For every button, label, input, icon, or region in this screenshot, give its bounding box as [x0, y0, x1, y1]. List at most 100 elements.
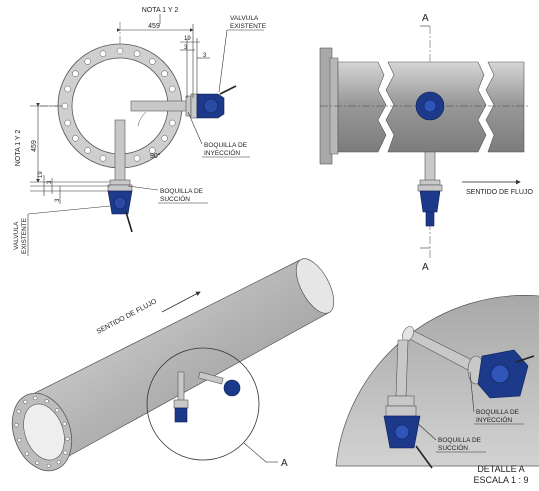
detail-suction-leader: [413, 419, 437, 441]
iso-flow-label: SENTIDO DE FLUJO: [96, 298, 159, 336]
dim-19-side: 19: [38, 171, 44, 178]
iso-bolt-hole: [55, 408, 60, 413]
bolt-hole: [169, 85, 176, 93]
detail-leader: [243, 442, 267, 463]
dim-3a-top: 3: [184, 45, 188, 51]
valve-existing-side-2: EXISTENTE: [21, 217, 28, 254]
side-suction-pipe: [424, 151, 436, 183]
iso-injection-valve: [223, 379, 241, 397]
iso-bolt-hole: [46, 463, 51, 468]
iso-bolt-hole: [23, 399, 28, 404]
bolt-hole: [64, 119, 71, 127]
iso-bolt-hole: [14, 423, 19, 428]
bolt-hole: [149, 58, 156, 65]
iso-bolt-hole: [65, 436, 70, 441]
note-top: NOTA 1 Y 2: [142, 7, 179, 14]
detail-suction-handle: [415, 445, 433, 469]
angle-label: 90°: [150, 152, 161, 160]
injection-label-leader: [187, 111, 203, 145]
detail-suction-bonnet: [394, 424, 410, 440]
dim-459-h: 459: [148, 23, 160, 30]
bolt-hole: [61, 102, 69, 110]
bolt-hole: [64, 85, 71, 93]
bolt-hole: [161, 70, 168, 77]
iso-bolt-hole: [62, 421, 67, 426]
iso-pipe-end: [295, 258, 335, 314]
injection-valve-bonnet: [203, 98, 219, 114]
injection-label-1: BOQUILLA DE: [204, 142, 248, 149]
iso-flange-bore: [23, 403, 65, 461]
detail-circle: [146, 347, 260, 461]
injection-nozzle-flange-2: [190, 93, 198, 119]
bolt-hole: [169, 119, 176, 127]
bolt-hole: [116, 47, 124, 55]
detail-suction-label-2: SUCCIÓN: [438, 443, 468, 452]
suction-valve-bonnet: [113, 196, 127, 210]
dim-3a-side: 3: [47, 180, 53, 184]
iso-suction-pipe: [177, 371, 185, 403]
suction-label-1: BOQUILLA DE: [160, 188, 204, 195]
bolt-hole: [84, 58, 91, 65]
detail-injection-label-1: BOQUILLA DE: [476, 409, 520, 416]
iso-injection-pipe: [198, 371, 224, 385]
valve-existing-side-leader: [27, 205, 111, 215]
side-pipe-left: [337, 61, 387, 153]
side-suction-flange: [419, 179, 441, 186]
iso-suction-valve: [174, 407, 188, 423]
detail-callout: A: [281, 458, 288, 469]
detail-injection-handle: [515, 355, 535, 363]
iso-bolt-hole: [33, 396, 38, 401]
dim-19-top: 19: [184, 36, 191, 42]
section-top-label: A: [422, 13, 429, 24]
bolt-hole: [149, 147, 156, 154]
detail-injection-leader: [469, 371, 475, 413]
iso-bolt-hole: [16, 409, 21, 414]
bolt-hole: [133, 50, 141, 57]
iso-flow-arrow: [161, 291, 201, 313]
side-view: A A SENTIDO DE FLUJO: [319, 13, 533, 273]
note-side: NOTA 1 Y 2: [15, 130, 22, 167]
valve-existing-top-1: VALVULA: [230, 15, 259, 22]
valve-existing-top-leader: [218, 29, 228, 93]
iso-bolt-hole: [17, 438, 22, 443]
angle-arc: [137, 111, 147, 127]
injection-label-2: INYECCIÓN: [204, 148, 240, 157]
suction-label-leader: [127, 185, 159, 191]
iso-bolt-hole: [44, 399, 49, 404]
bolt-hole: [99, 155, 107, 162]
bolt-hole: [84, 147, 91, 154]
detail-scale: ESCALA 1 : 9: [473, 475, 528, 485]
iso-bolt-hole: [24, 451, 29, 456]
bolt-hole: [99, 50, 107, 57]
detail-injection-bonnet: [490, 364, 510, 384]
suction-nozzle-pipe: [114, 119, 126, 183]
valve-existing-top-2: EXISTENTE: [230, 23, 267, 30]
front-view: 90° NOTA 1 Y 2 459 19 3 3 VALVULA EXISTE…: [13, 7, 267, 256]
suction-nozzle-flange: [109, 179, 131, 186]
iso-bolt-hole: [63, 450, 68, 455]
side-suction-flange-2: [417, 184, 443, 192]
suction-label-2: SUCCIÓN: [160, 194, 190, 203]
injection-nozzle-pipe: [130, 100, 188, 112]
side-flow-label: SENTIDO DE FLUJO: [466, 189, 533, 196]
side-injection-bonnet: [423, 99, 437, 113]
detail-injection-label-2: INYECCIÓN: [476, 415, 512, 424]
injection-valve-handle: [219, 85, 237, 95]
iso-bolt-hole: [35, 460, 40, 465]
side-suction-valve-stem: [425, 211, 435, 227]
section-bottom-label: A: [422, 262, 429, 273]
bolt-hole: [133, 155, 141, 162]
detail-suction-label-1: BOQUILLA DE: [438, 437, 482, 444]
suction-valve-handle: [125, 211, 133, 233]
detail-title: DETALLE A: [477, 464, 524, 474]
bolt-hole: [161, 135, 168, 142]
bolt-hole: [72, 135, 79, 142]
iso-flange-bolt-holes: [14, 396, 70, 468]
valve-existing-side-1: VALVULA: [13, 221, 20, 250]
dim-3b-side: 3: [55, 198, 61, 202]
side-pipe-right: [485, 61, 525, 153]
iso-bolt-hole: [56, 460, 61, 465]
detail-suction-pipe: [395, 339, 409, 397]
dim-459-v: 459: [31, 140, 38, 152]
